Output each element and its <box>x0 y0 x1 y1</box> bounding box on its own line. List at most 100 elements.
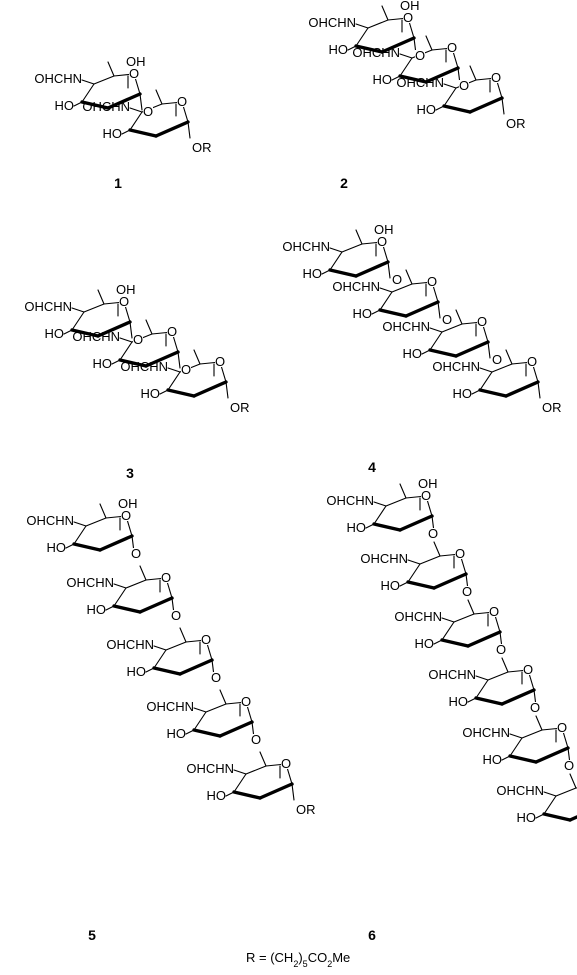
formamido-label: OHCHN <box>394 609 442 624</box>
ring-oxygen-label: O <box>557 720 567 735</box>
ring-oxygen-label: O <box>377 234 387 249</box>
label-mask <box>403 12 413 23</box>
formamido-label: OHCHN <box>382 319 430 334</box>
amide-bond <box>429 327 443 333</box>
amide-bond <box>73 521 87 527</box>
hydroxyl-bond <box>433 639 443 645</box>
ring-bond <box>479 371 493 391</box>
label-mask <box>177 96 187 107</box>
formamido-label: OHCHN <box>26 513 74 528</box>
ring-bond-bold <box>380 36 416 54</box>
ring-bond <box>487 671 509 681</box>
label-mask <box>181 364 191 375</box>
label-mask <box>523 664 533 675</box>
amide-bond <box>167 367 181 373</box>
label-mask <box>415 50 425 61</box>
r-group-definition: R = (CH2)5CO2Me <box>246 950 350 969</box>
amide-bond <box>71 307 85 313</box>
ring-bond-bold <box>72 542 102 552</box>
ring-bond-bold <box>534 746 570 764</box>
methyl-bond <box>405 269 413 285</box>
compound-number-1: 1 <box>114 175 122 191</box>
glycosidic-oxygen-label: O <box>392 272 402 287</box>
amide-bond <box>153 645 167 651</box>
ring-bond-bold <box>372 522 402 532</box>
ring-bond <box>509 737 523 757</box>
ring-bond <box>399 57 413 77</box>
formamido-label: OHCHN <box>428 667 476 682</box>
hydroxyl-label: HO <box>127 664 147 679</box>
glycosidic-oxygen-label: O <box>428 526 438 541</box>
hydroxyl-bond <box>535 813 545 819</box>
methyl-bond <box>193 349 201 365</box>
hydroxyl-label: HO <box>517 810 537 825</box>
ring-bond <box>441 621 455 641</box>
ring-bond-bold <box>404 300 440 318</box>
ring-bond-bold <box>98 534 134 552</box>
r-def-mid: ) <box>298 950 302 965</box>
amide-bond <box>81 79 95 85</box>
ring-bond-bold <box>468 96 504 114</box>
ring-bond <box>119 341 133 361</box>
ring-oxygen-label: O <box>523 662 533 677</box>
ring-bond <box>555 787 577 797</box>
glycosidic-bond <box>177 351 181 369</box>
terminal-hydroxyl-label: OH <box>118 496 138 511</box>
hydroxyl-label: HO <box>93 356 113 371</box>
label-mask <box>455 548 465 559</box>
ring-oxygen-label: O <box>129 66 139 81</box>
methyl-bond <box>99 503 107 519</box>
ring-bond-bold <box>144 350 180 368</box>
aglycone-label: OR <box>542 400 562 415</box>
ring-bond <box>153 649 167 669</box>
methyl-bond <box>433 541 441 557</box>
compound-number-4: 4 <box>368 459 376 475</box>
amide-bond <box>355 23 369 29</box>
ring-bond <box>407 563 421 583</box>
amide-bond <box>443 83 457 89</box>
formamido-label: OHCHN <box>66 575 114 590</box>
hydroxyl-bond <box>73 101 83 107</box>
ring-bond <box>73 525 87 545</box>
ring-bond-bold <box>406 580 436 590</box>
hydroxyl-bond <box>225 791 235 797</box>
hydroxyl-label: HO <box>103 126 123 141</box>
ring-bond-bold <box>192 728 222 738</box>
glycosidic-oxygen-label: O <box>442 312 452 327</box>
hydroxyl-label: HO <box>141 386 161 401</box>
amide-bond <box>475 675 489 681</box>
amide-bond <box>113 583 127 589</box>
label-mask <box>442 314 452 325</box>
ring-bond <box>373 505 387 525</box>
ring-oxygen-label: O <box>491 70 501 85</box>
label-mask <box>215 356 225 367</box>
ring-bond-bold <box>106 92 142 110</box>
label-mask <box>129 68 139 79</box>
terminal-hydroxyl-label: OH <box>374 222 394 237</box>
formamido-label: OHCHN <box>146 699 194 714</box>
hydroxyl-bond <box>159 389 169 395</box>
aglycone-label: OR <box>230 400 250 415</box>
ring-bond-bold <box>354 44 384 54</box>
ring-bond-bold <box>454 340 490 358</box>
ring-bond <box>429 331 443 351</box>
formamido-label: OHCHN <box>282 239 330 254</box>
amide-bond <box>233 769 247 775</box>
glycosidic-bond <box>225 381 229 399</box>
ring-oxygen-label: O <box>421 488 431 503</box>
glycosidic-bond <box>139 93 143 111</box>
ring-oxygen-label: O <box>177 94 187 109</box>
aglycone-label: OR <box>506 116 526 131</box>
label-mask <box>251 734 261 745</box>
formamido-label: OHCHN <box>186 761 234 776</box>
